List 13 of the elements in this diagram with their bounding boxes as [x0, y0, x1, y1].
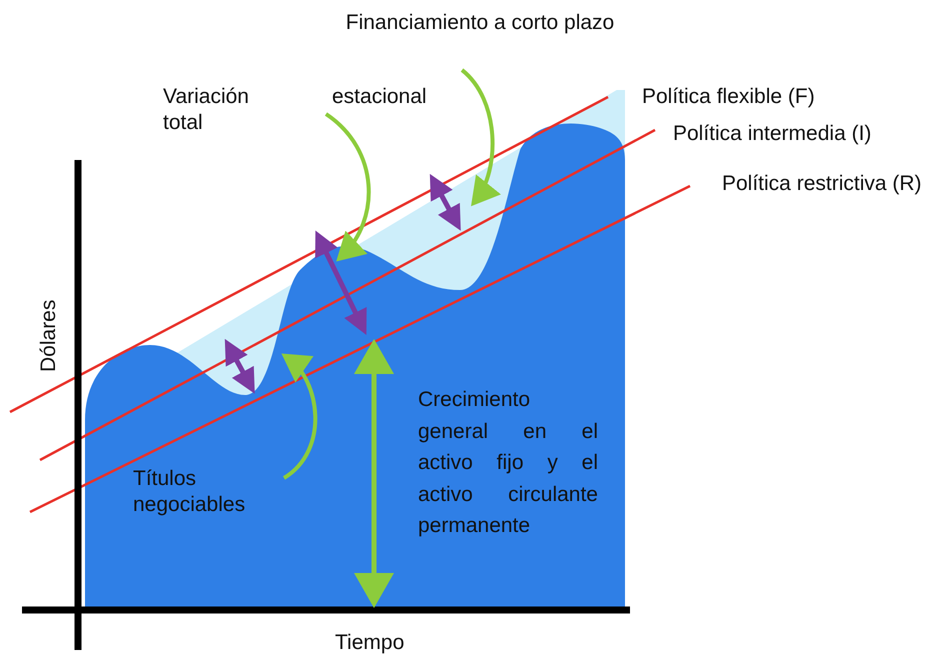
curved-arrow: [282, 352, 318, 480]
line-label: Política restrictiva (R): [722, 171, 923, 197]
callout-text: Títulos negociables: [133, 466, 283, 518]
line-label: Política flexible (F): [642, 84, 816, 110]
axis-label: Dólares: [36, 300, 61, 372]
callout-text: estacional: [332, 84, 472, 110]
curved-arrow: [324, 112, 371, 262]
line-label: Política intermedia (I): [673, 121, 872, 147]
annotation-text: Crecimiento general en el activo fijo y el activo circulante permanente: [418, 387, 598, 539]
curved-arrow: [460, 68, 500, 207]
callout-text: Variación total: [163, 84, 250, 136]
axis-label: Tiempo: [335, 630, 406, 656]
callout-text: Financiamiento a corto plazo: [345, 10, 615, 36]
